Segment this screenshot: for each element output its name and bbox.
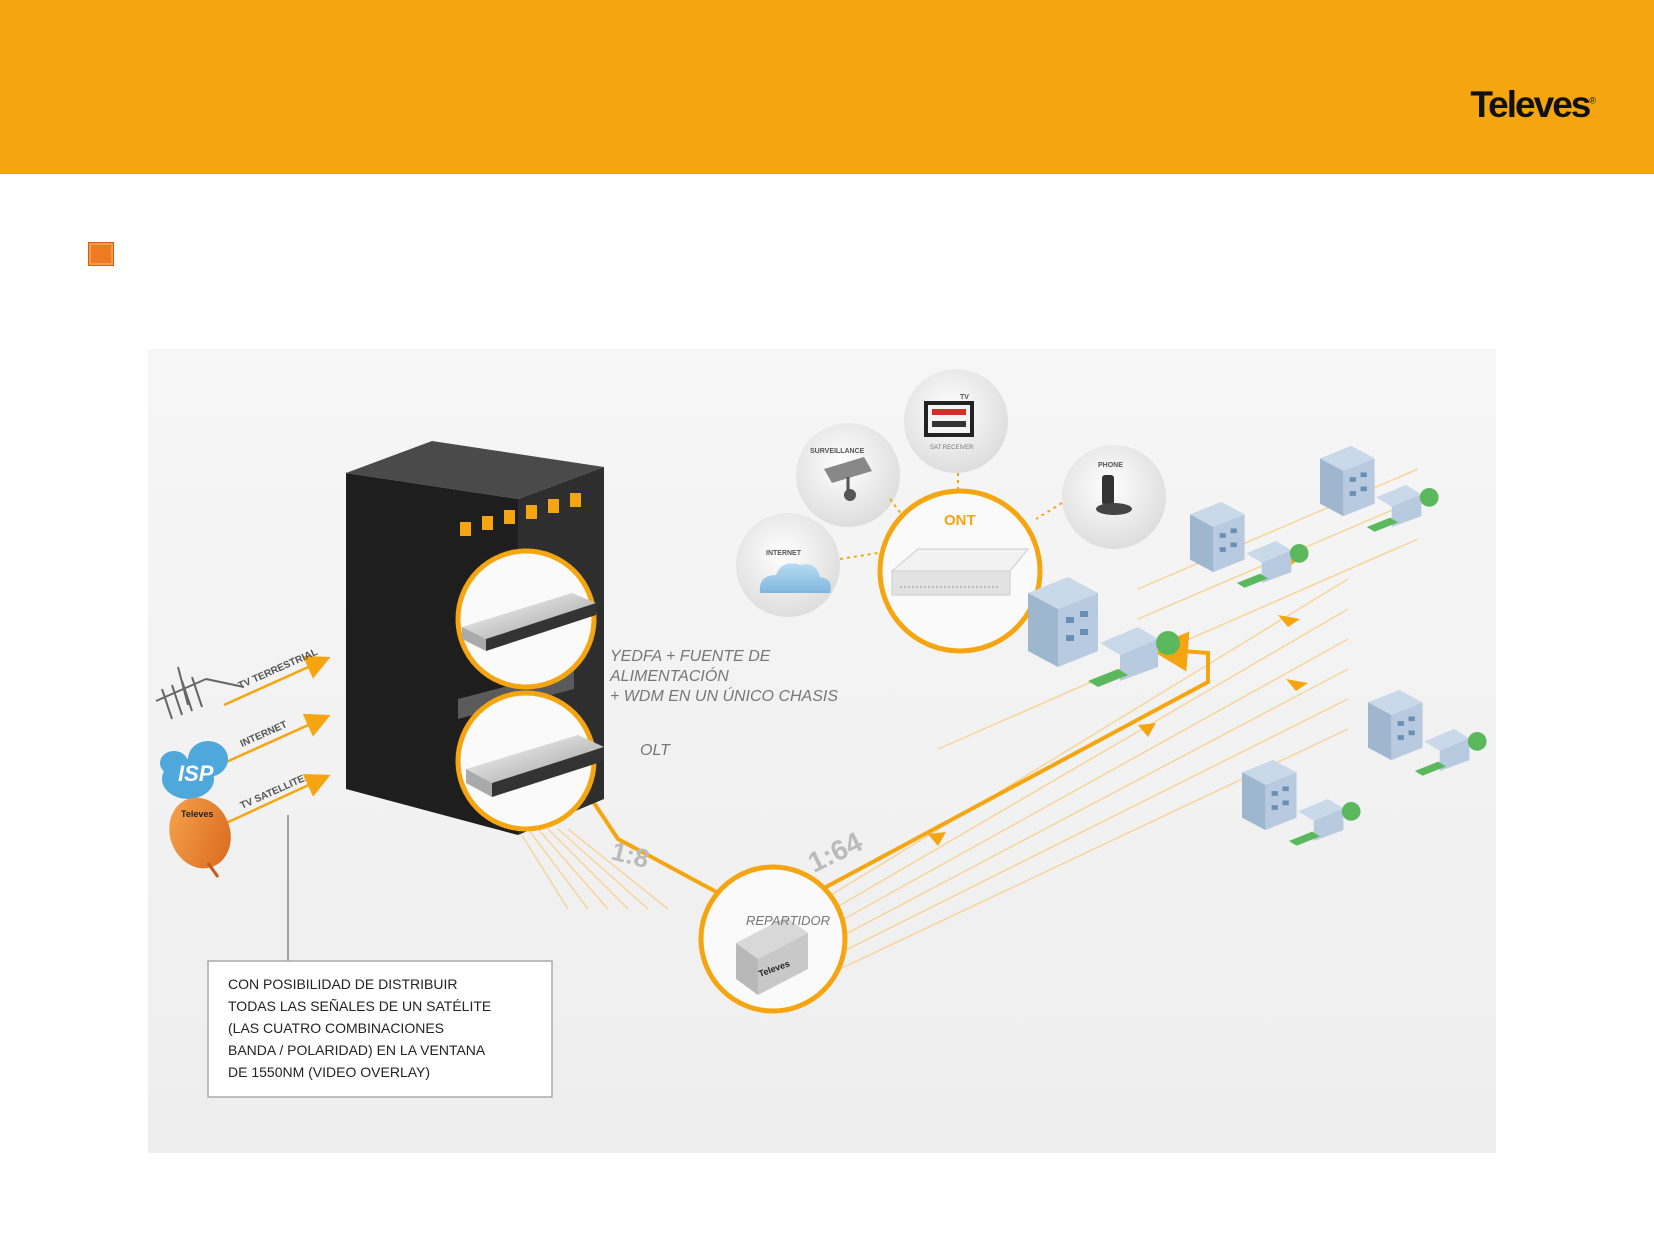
yedfa-line-3: + WDM EN UN ÚNICO CHASIS [610,686,838,705]
camera-icon [824,457,872,501]
building-cluster-4 [1368,689,1487,776]
service-links [839,473,1063,560]
building-cluster-5 [1242,759,1361,846]
tv-icon [924,401,974,437]
internet-label: INTERNET [766,550,802,557]
olt-callout [455,690,604,832]
header-bar: Televes® [0,0,1654,174]
logo-mark: ® [1589,95,1596,106]
isp-label: ISP [178,761,214,786]
note-line-3: (LAS CUATRO COMBINACIONES [228,1020,444,1036]
note-line-4: BANDA / POLARIDAD) EN LA VENTANA [228,1042,486,1058]
dish-brand: Televes [181,809,213,819]
note-line-2: TODAS LAS SEÑALES DE UN SATÉLITE [228,998,491,1014]
repartidor-label: REPARTIDOR [746,913,830,928]
note-box: CON POSIBILIDAD DE DISTRIBUIR TODAS LAS … [207,960,553,1098]
service-phone: PHONE [1062,445,1166,549]
ont-label: ONT [944,512,976,529]
phone-label: PHONE [1098,462,1123,469]
building-cluster-3 [1320,445,1439,532]
tv-sub-label: SAT RECEIVER [930,445,974,451]
satellite-dish-icon: Televes [169,797,231,878]
terrestrial-antenna-icon [155,666,245,720]
network-diagram: TV TERRESTRIAL INTERNET TV SATELLITE ISP… [148,349,1496,1153]
input-arrows [223,655,331,826]
ont-device-icon [890,548,1030,596]
service-tv: TV SAT RECEIVER [904,369,1008,473]
note-line-5: DE 1550NM (VIDEO OVERLAY) [228,1064,430,1080]
olt-label: OLT [640,742,671,759]
isp-cloud-icon: ISP [160,741,228,799]
ont-callout: ONT [877,488,1043,654]
logo-text: Televes [1470,84,1591,125]
bullet-icon [88,242,114,266]
cloud-icon [759,563,831,593]
yedfa-callout [455,548,597,690]
building-cluster-1 [1028,577,1180,687]
note-line-1: CON POSIBILIDAD DE DISTRIBUIR [228,976,457,992]
phone-icon [1096,475,1132,515]
surveillance-label: SURVEILLANCE [810,448,865,455]
service-internet: INTERNET [736,513,840,617]
tv-label: TV [960,394,969,401]
repartidor-callout: Televes [698,864,848,1014]
yedfa-line-1: YEDFA + FUENTE DE [610,648,771,665]
yedfa-line-2: ALIMENTACIÓN [609,666,729,685]
service-surveillance: SURVEILLANCE [796,423,900,527]
building-cluster-2 [1190,501,1309,588]
televes-logo: Televes® [1470,84,1596,126]
